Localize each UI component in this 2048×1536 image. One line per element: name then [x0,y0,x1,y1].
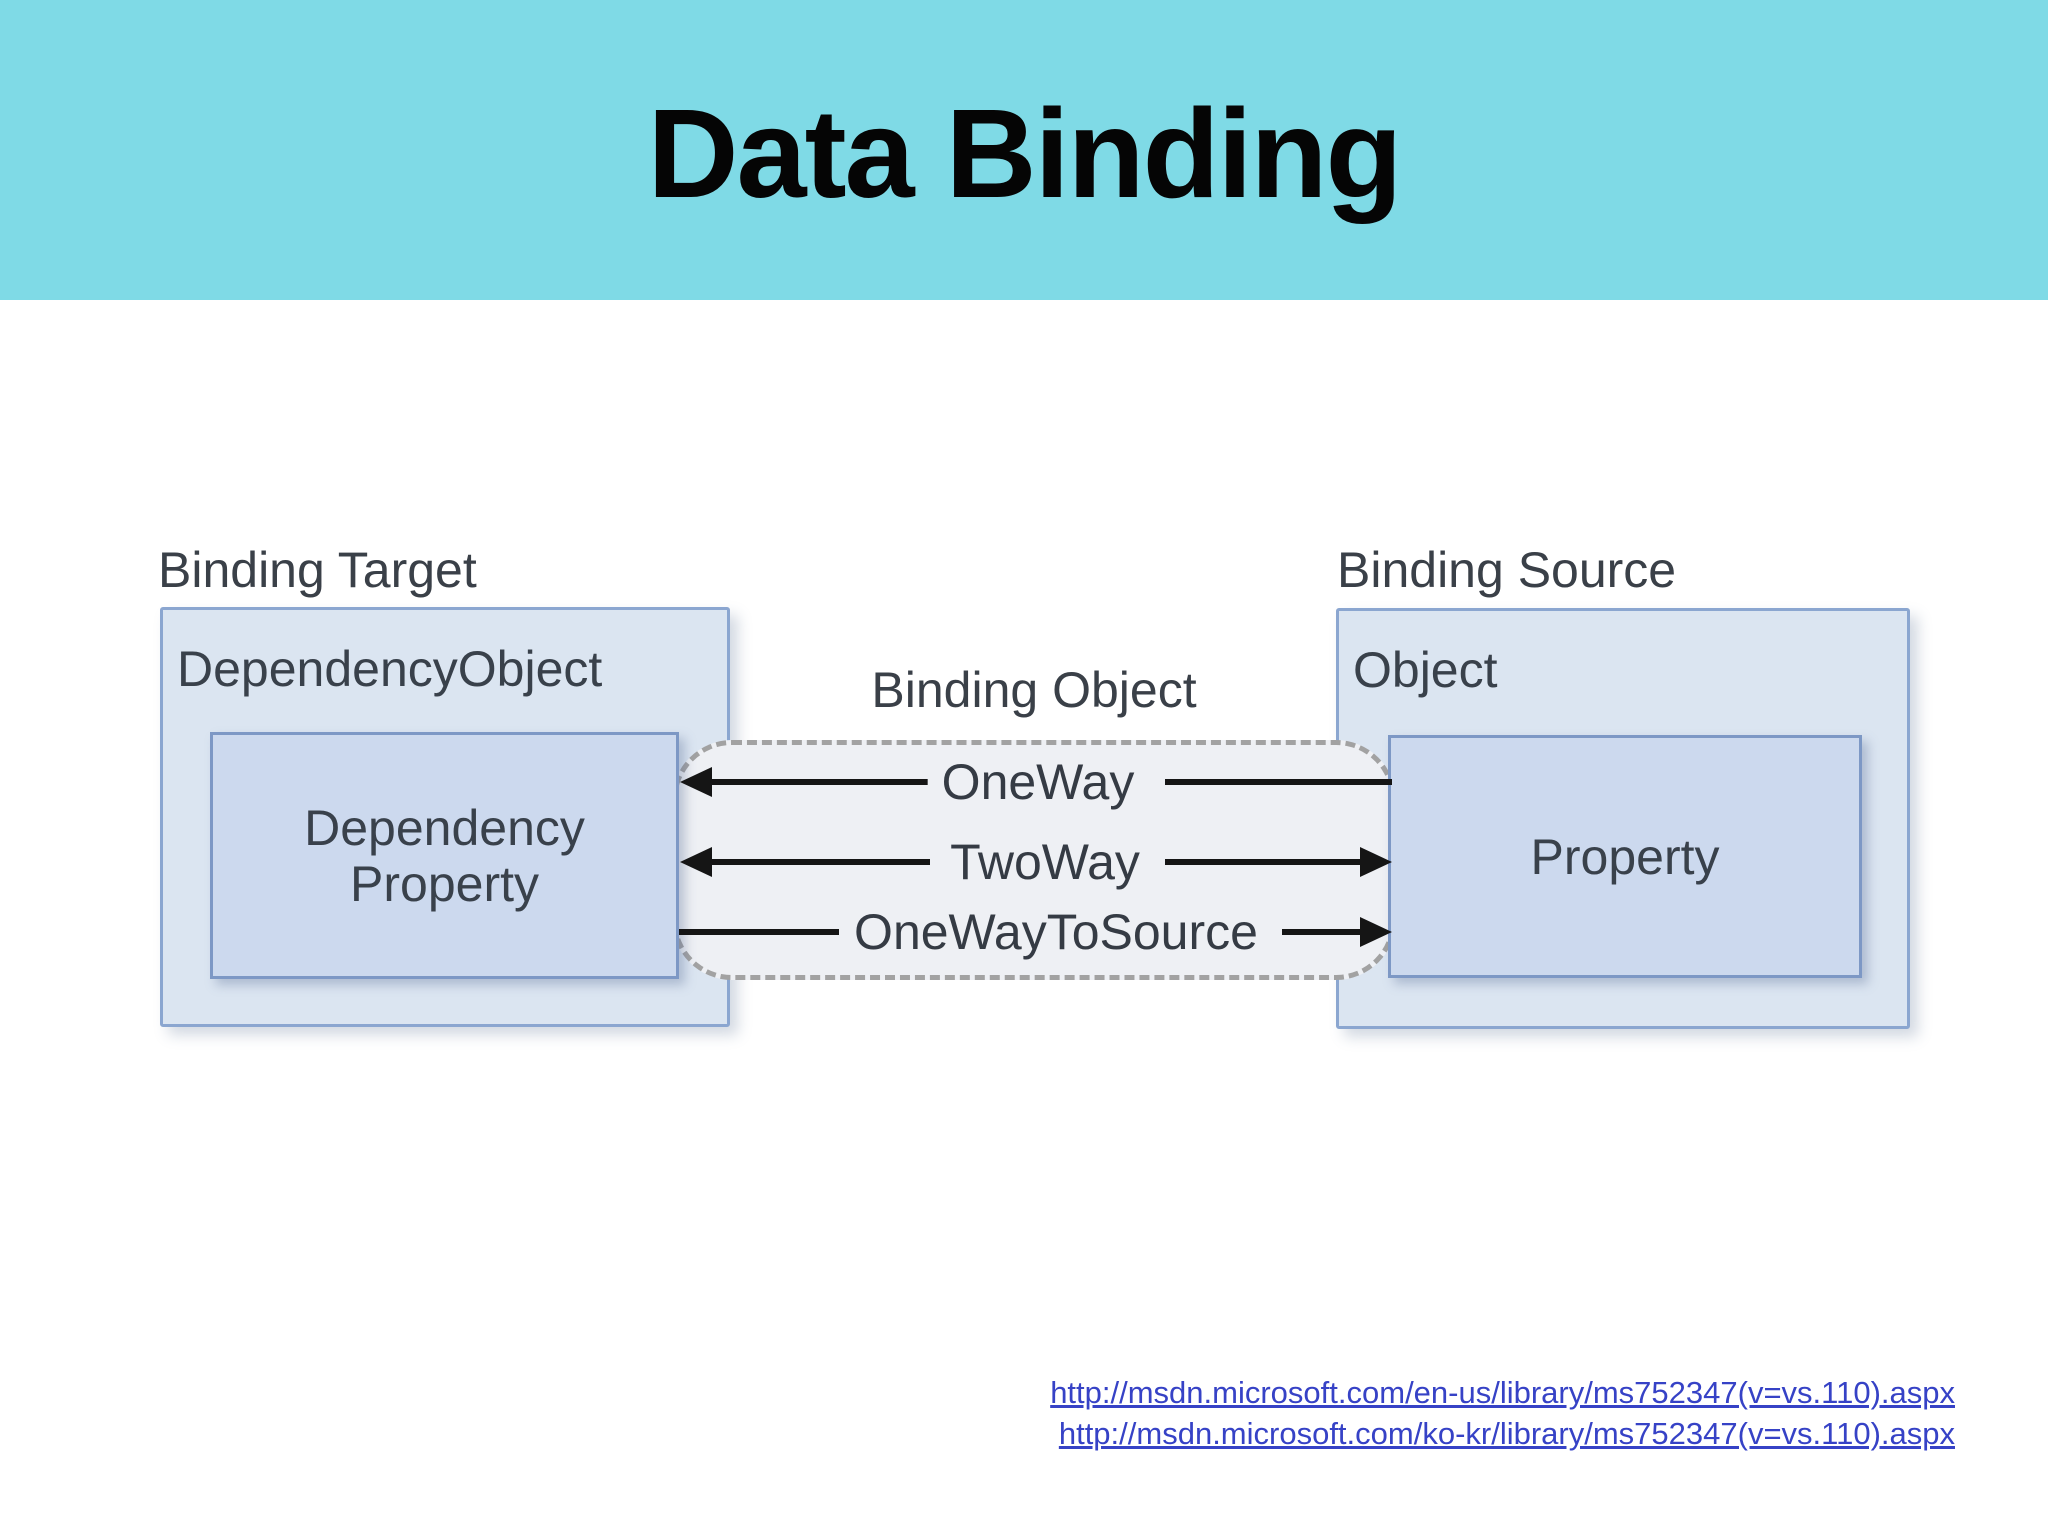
dependency-object-label: DependencyObject [177,641,603,697]
msdn-link-ko-kr[interactable]: http://msdn.microsoft.com/ko-kr/library/… [1058,1416,1955,1451]
object-label: Object [1353,642,1498,698]
oneway-right-shaft [1165,779,1392,785]
onewaytosource-right-shaft [1282,929,1364,935]
dependency-property-box: Dependency Property [210,732,679,979]
msdn-link-en-us[interactable]: http://msdn.microsoft.com/en-us/library/… [1050,1375,1955,1410]
twoway-right-shaft [1165,859,1365,865]
onewaytosource-right-arrowhead-icon [1360,917,1392,947]
oneway-left-shaft [705,779,930,785]
binding-target-label: Binding Target [158,542,477,598]
onewaytosource-left-shaft [679,929,839,935]
property-label: Property [1530,828,1720,885]
data-binding-diagram: Binding Target Binding Source Binding Ob… [0,300,2048,1200]
onewaytosource-label: OneWayToSource [840,902,1272,962]
slide-title: Data Binding [647,82,1403,224]
twoway-right-arrowhead-icon [1360,847,1392,877]
dependency-property-label: Dependency Property [304,799,585,912]
twoway-label: TwoWay [936,832,1154,892]
reference-links: http://msdn.microsoft.com/en-us/library/… [0,1372,1955,1454]
binding-object-label: Binding Object [871,662,1197,718]
oneway-label: OneWay [927,752,1149,812]
title-banner: Data Binding [0,0,2048,300]
twoway-left-shaft [705,859,930,865]
property-box: Property [1388,735,1862,978]
binding-source-label: Binding Source [1337,542,1677,598]
